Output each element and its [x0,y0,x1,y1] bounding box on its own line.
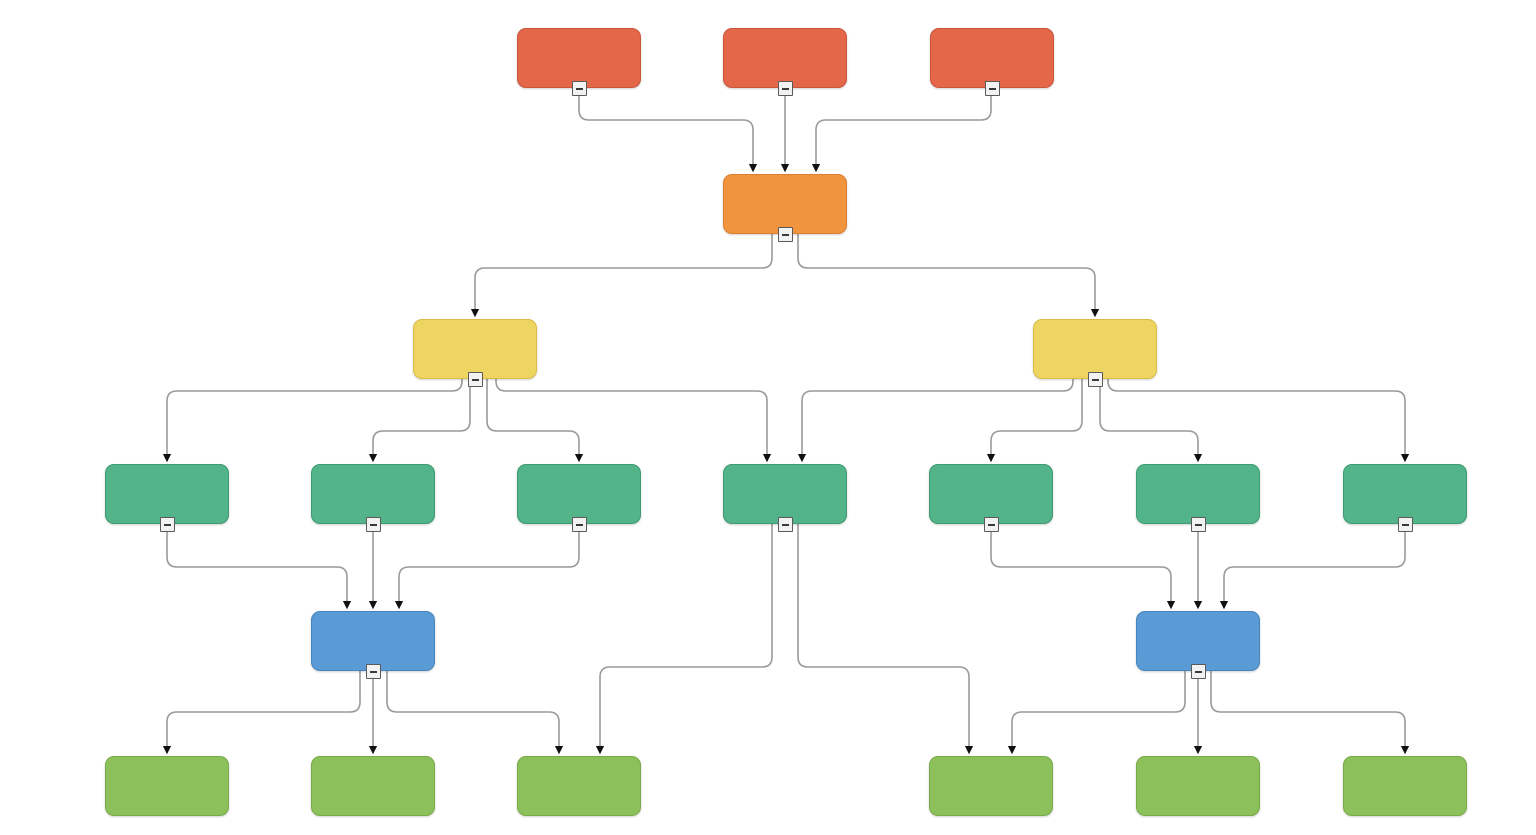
collapse-minus-icon[interactable] [1398,517,1413,532]
node-leaf-3[interactable] [517,756,641,816]
node-leaf-5[interactable] [1136,756,1260,816]
node-green-6[interactable] [1136,464,1260,524]
collapse-minus-icon[interactable] [778,517,793,532]
minus-glyph [988,523,995,526]
minus-glyph [576,523,583,526]
node-red-1[interactable] [517,28,641,88]
node-yellow-2[interactable] [1033,319,1157,379]
minus-glyph [782,233,789,236]
node-green-4[interactable] [723,464,847,524]
minus-glyph [370,523,377,526]
collapse-minus-icon[interactable] [366,517,381,532]
collapse-minus-icon[interactable] [1191,517,1206,532]
node-leaf-2[interactable] [311,756,435,816]
node-green-5[interactable] [929,464,1053,524]
minus-glyph [472,378,479,381]
minus-glyph [989,87,996,90]
collapse-minus-icon[interactable] [1191,664,1206,679]
collapse-minus-icon[interactable] [572,81,587,96]
collapse-minus-icon[interactable] [366,664,381,679]
node-red-2[interactable] [723,28,847,88]
collapse-minus-icon[interactable] [778,81,793,96]
node-green-1[interactable] [105,464,229,524]
collapse-minus-icon[interactable] [984,517,999,532]
minus-glyph [370,670,377,673]
node-blue-2[interactable] [1136,611,1260,671]
minus-glyph [1195,523,1202,526]
node-green-2[interactable] [311,464,435,524]
minus-glyph [576,87,583,90]
node-green-3[interactable] [517,464,641,524]
collapse-minus-icon[interactable] [468,372,483,387]
minus-glyph [782,523,789,526]
node-leaf-1[interactable] [105,756,229,816]
collapse-minus-icon[interactable] [985,81,1000,96]
minus-glyph [164,523,171,526]
node-leaf-4[interactable] [929,756,1053,816]
node-red-3[interactable] [930,28,1054,88]
collapse-minus-icon[interactable] [778,227,793,242]
node-green-7[interactable] [1343,464,1467,524]
node-blue-1[interactable] [311,611,435,671]
minus-glyph [782,87,789,90]
collapse-minus-icon[interactable] [572,517,587,532]
collapse-minus-icon[interactable] [1088,372,1103,387]
collapse-minus-icon[interactable] [160,517,175,532]
minus-glyph [1402,523,1409,526]
minus-glyph [1092,378,1099,381]
node-orange-1[interactable] [723,174,847,234]
node-yellow-1[interactable] [413,319,537,379]
node-leaf-6[interactable] [1343,756,1467,816]
minus-glyph [1195,670,1202,673]
